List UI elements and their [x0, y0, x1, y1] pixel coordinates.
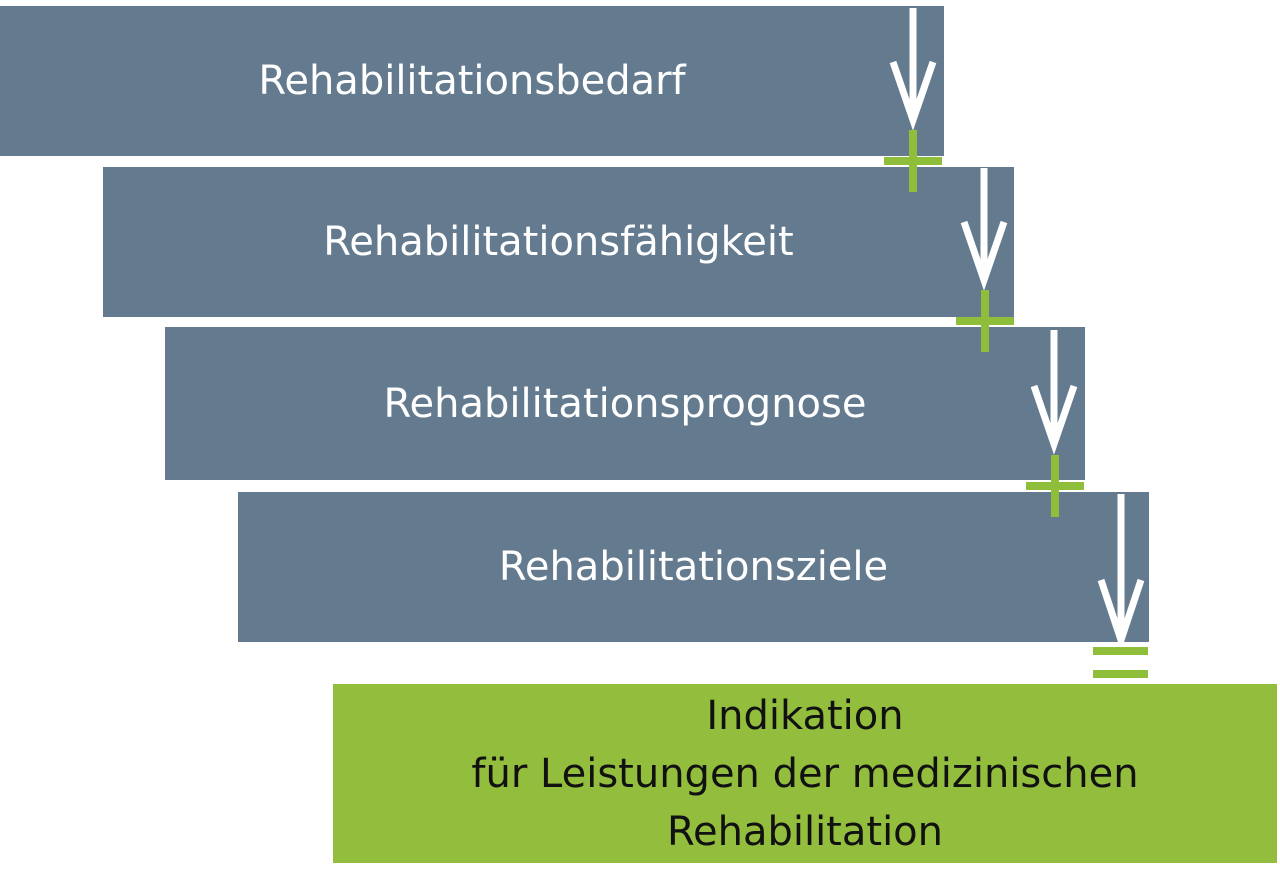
step-rehabilitationsbedarf: Rehabilitationsbedarf: [0, 6, 944, 156]
step-label: Rehabilitationsziele: [498, 544, 889, 590]
step-rehabilitationsziele: Rehabilitationsziele: [238, 492, 1149, 642]
result-line-2: für Leistungen der medizinischen: [471, 750, 1139, 797]
step-label: Rehabilitationsfähigkeit: [323, 219, 794, 265]
step-rehabilitationsprognose: Rehabilitationsprognose: [165, 327, 1085, 480]
step-rehabilitationsfaehigkeit: Rehabilitationsfähigkeit: [103, 167, 1014, 317]
equals-icon: [1093, 647, 1148, 678]
result-line-3: Rehabilitation: [666, 808, 943, 855]
result-line-1: Indikation: [706, 692, 904, 739]
result-indikation: Indikation für Leistungen der medizinisc…: [333, 684, 1277, 863]
step-label: Rehabilitationsprognose: [383, 380, 867, 427]
step-label: Rehabilitationsbedarf: [258, 58, 686, 104]
